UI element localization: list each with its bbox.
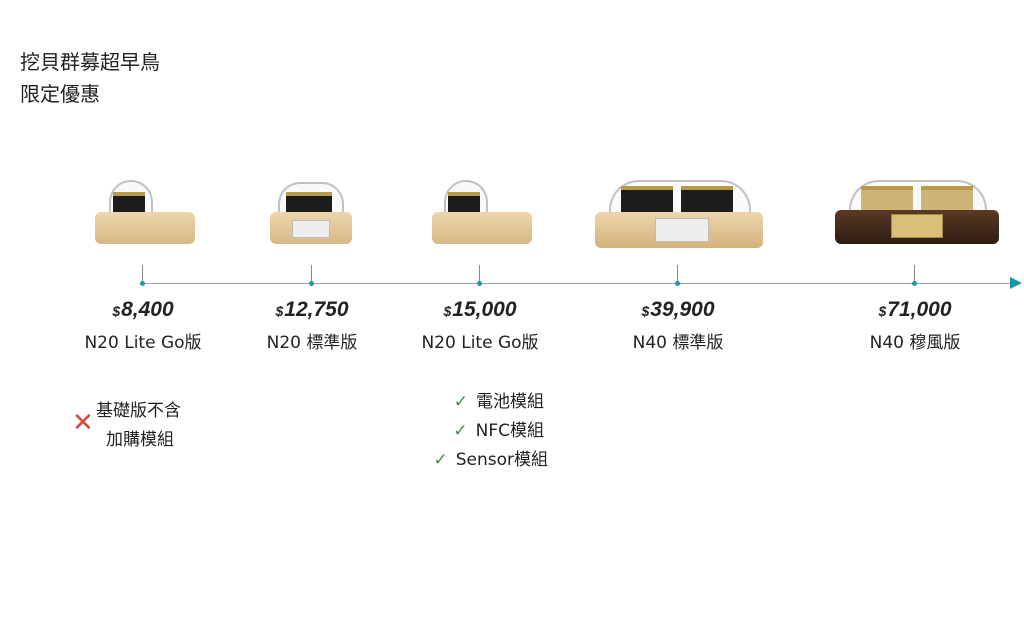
price-point-1: $8,400 N20 Lite Go版: [43, 0, 243, 620]
check-icon: ✓: [453, 392, 468, 412]
price-point-2: $12,750 N20 標準版: [212, 0, 412, 620]
price-value: 8,400: [121, 298, 174, 321]
module-label: Sensor模組: [455, 450, 548, 470]
price: $15,000: [380, 298, 580, 322]
price-value: 39,900: [650, 298, 715, 321]
product-name: N40 標準版: [632, 333, 724, 353]
product-name: N20 標準版: [266, 333, 358, 353]
currency: $: [443, 303, 452, 319]
currency: $: [112, 303, 121, 319]
tick: [311, 265, 312, 283]
product-image-n20-standard: [270, 182, 352, 244]
price-point-5: $71,000 N40 穆風版: [815, 0, 1015, 620]
timeline-axis: [143, 283, 1011, 284]
check-icon: ✓: [433, 450, 448, 470]
tick: [479, 265, 480, 283]
title-line-2: 限定優惠: [20, 82, 100, 106]
currency: $: [275, 303, 284, 319]
product-image-n20-lite-go-full: [432, 180, 532, 246]
cross-icon: ✕: [72, 408, 94, 438]
product-image-n40-muse: [835, 180, 999, 246]
timeline-dot: [477, 281, 482, 286]
excluded-note: ✕ 基礎版不含 加購模組: [72, 397, 212, 455]
tick: [142, 265, 143, 283]
product-name: N20 Lite Go版: [84, 333, 202, 353]
page-title: 挖貝群募超早鳥 限定優惠: [20, 46, 160, 110]
title-line-1: 挖貝群募超早鳥: [20, 50, 160, 74]
module-label: NFC模組: [475, 421, 544, 441]
timeline-dot: [675, 281, 680, 286]
product-name: N20 Lite Go版: [421, 333, 539, 353]
timeline-dot: [140, 281, 145, 286]
price-value: 71,000: [887, 298, 952, 321]
included-modules: ✓ 電池模組 ✓ NFC模組 ✓ Sensor模組: [400, 388, 570, 475]
product-name: N40 穆風版: [869, 333, 961, 353]
list-item: ✓ 電池模組: [400, 388, 570, 417]
currency: $: [878, 303, 887, 319]
price: $39,900: [578, 298, 778, 322]
timeline-dot: [309, 281, 314, 286]
product-image-n20-lite-go: [95, 180, 195, 246]
module-label: 電池模組: [476, 392, 544, 412]
price-value: 15,000: [452, 298, 517, 321]
currency: $: [641, 303, 650, 319]
product-image-n40-standard: [595, 180, 763, 250]
arrow-right-icon: [1010, 277, 1022, 289]
tick: [914, 265, 915, 283]
price-value: 12,750: [284, 298, 349, 321]
price-point-3: $15,000 N20 Lite Go版: [380, 0, 580, 620]
list-item: ✓ NFC模組: [400, 417, 570, 446]
list-item: ✓ Sensor模組: [400, 446, 570, 475]
price: $71,000: [815, 298, 1015, 322]
check-icon: ✓: [453, 421, 468, 441]
tick: [677, 265, 678, 283]
note-line-2: 加購模組: [106, 430, 174, 450]
timeline-dot: [912, 281, 917, 286]
price: $8,400: [43, 298, 243, 322]
price: $12,750: [212, 298, 412, 322]
note-line-1: 基礎版不含: [96, 401, 181, 421]
price-point-4: $39,900 N40 標準版: [578, 0, 778, 620]
